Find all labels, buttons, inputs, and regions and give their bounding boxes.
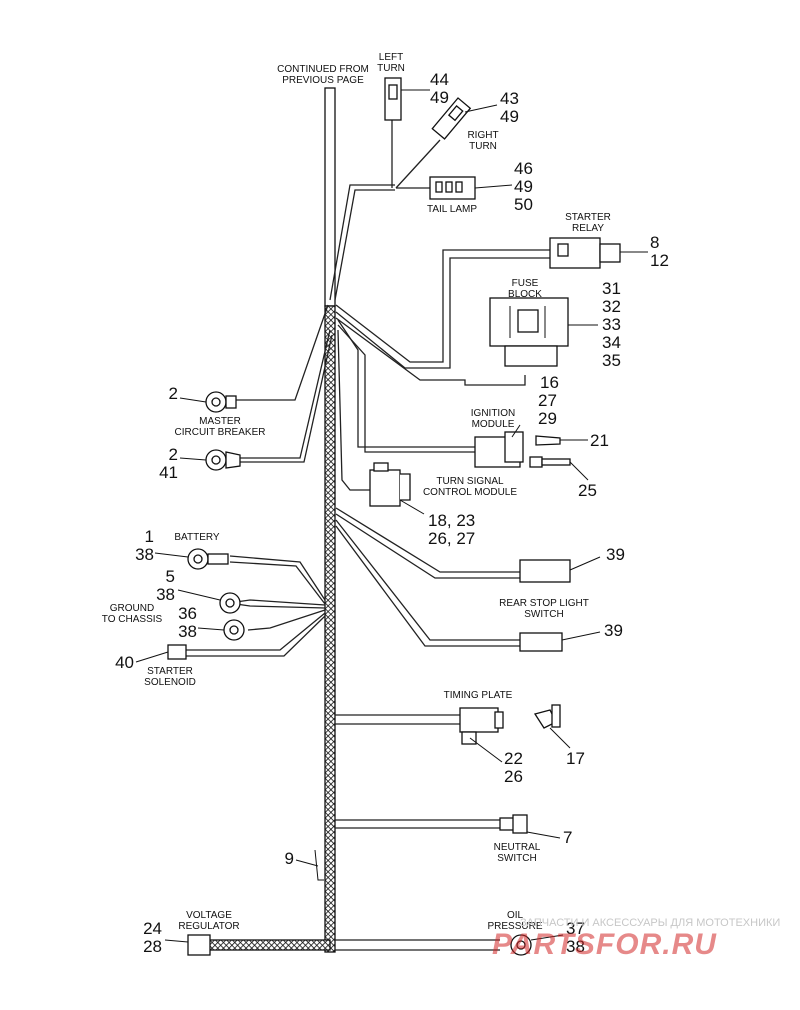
neutral-switch-label: NEUTRAL SWITCH xyxy=(493,842,541,864)
neutral-branch xyxy=(335,814,528,834)
callout-harness: 9 xyxy=(284,849,294,868)
ignition-branch xyxy=(337,319,571,507)
starter-solenoid-label: STARTER SOLENOID xyxy=(144,666,196,688)
callout-rear-stop1: 39 xyxy=(606,545,625,564)
tail-lamp-label: TAIL LAMP xyxy=(426,204,477,215)
master-cb-label: MASTER CIRCUIT BREAKER xyxy=(174,416,266,438)
callout-neutral-switch: 7 xyxy=(563,828,573,847)
callout-oil-pressure: 37 38 xyxy=(566,919,585,956)
callout-ground2: 36 38 xyxy=(178,604,197,641)
watermark-tagline: ЗАПЧАСТИ И АКСЕССУАРЫ ДЛЯ МОТОТЕХНИКИ xyxy=(520,917,781,929)
callout-battery: 1 38 xyxy=(135,527,154,564)
battery-branch xyxy=(167,548,326,660)
voltage-regulator-label: VOLTAGE REGULATOR xyxy=(178,910,240,932)
continued-label: CONTINUED FROM PREVIOUS PAGE xyxy=(277,64,369,86)
regulator-branch xyxy=(187,849,532,956)
callout-turn-signal: 18, 23 26, 27 xyxy=(428,511,476,548)
relay-fuse-branch xyxy=(335,237,621,386)
callout-starter-solenoid: 40 xyxy=(115,653,134,672)
callout-left-turn: 44 49 xyxy=(430,70,449,107)
oil-pressure-label: OIL PRESSURE xyxy=(487,910,543,932)
callout-timing-17: 17 xyxy=(566,749,585,768)
watermark-logo: PARTSFOR.RU xyxy=(492,928,717,961)
callout-leaders xyxy=(135,89,648,943)
right-turn-label: RIGHT TURN xyxy=(467,130,499,152)
callout-rear-stop2: 39 xyxy=(604,621,623,640)
callout-starter-relay: 8 12 xyxy=(650,233,669,270)
circuit-breaker-branch xyxy=(205,304,333,471)
timing-plate-label: TIMING PLATE xyxy=(443,690,513,701)
lamp-branch xyxy=(329,77,476,301)
callout-ground1: 5 38 xyxy=(156,567,175,604)
battery-label: BATTERY xyxy=(174,532,220,543)
fuse-block-label: FUSE BLOCK xyxy=(508,278,542,300)
callout-ignition-21: 21 xyxy=(590,431,609,450)
ground-label: GROUND TO CHASSIS xyxy=(101,603,163,625)
turn-signal-label: TURN SIGNAL CONTROL MODULE xyxy=(422,476,518,498)
callout-timing-plate: 22 26 xyxy=(504,749,523,786)
callout-ignition-25: 25 xyxy=(578,481,597,500)
callout-fuse-block: 31 32 33 34 35 xyxy=(602,279,621,370)
starter-relay-label: STARTER RELAY xyxy=(565,212,611,234)
callout-right-turn: 43 49 xyxy=(500,89,519,126)
stop-switch-branch xyxy=(335,507,571,652)
callout-ignition-top: 27 29 xyxy=(538,391,557,428)
main-harness-trunk xyxy=(197,87,500,953)
callout-tail-lamp: 46 49 50 xyxy=(514,159,533,214)
rear-stop-label: REAR STOP LIGHT SWITCH xyxy=(499,598,589,620)
timing-plate-branch xyxy=(335,704,561,745)
callout-master-cb: 2 xyxy=(168,384,178,403)
callout-master-cb2: 2 41 xyxy=(159,445,178,482)
ignition-module-label: IGNITION MODULE xyxy=(470,408,516,430)
callout-voltage-regulator: 24 28 xyxy=(143,919,162,956)
left-turn-label: LEFT TURN xyxy=(377,52,405,74)
callout-fuse-16: 16 xyxy=(540,373,559,392)
